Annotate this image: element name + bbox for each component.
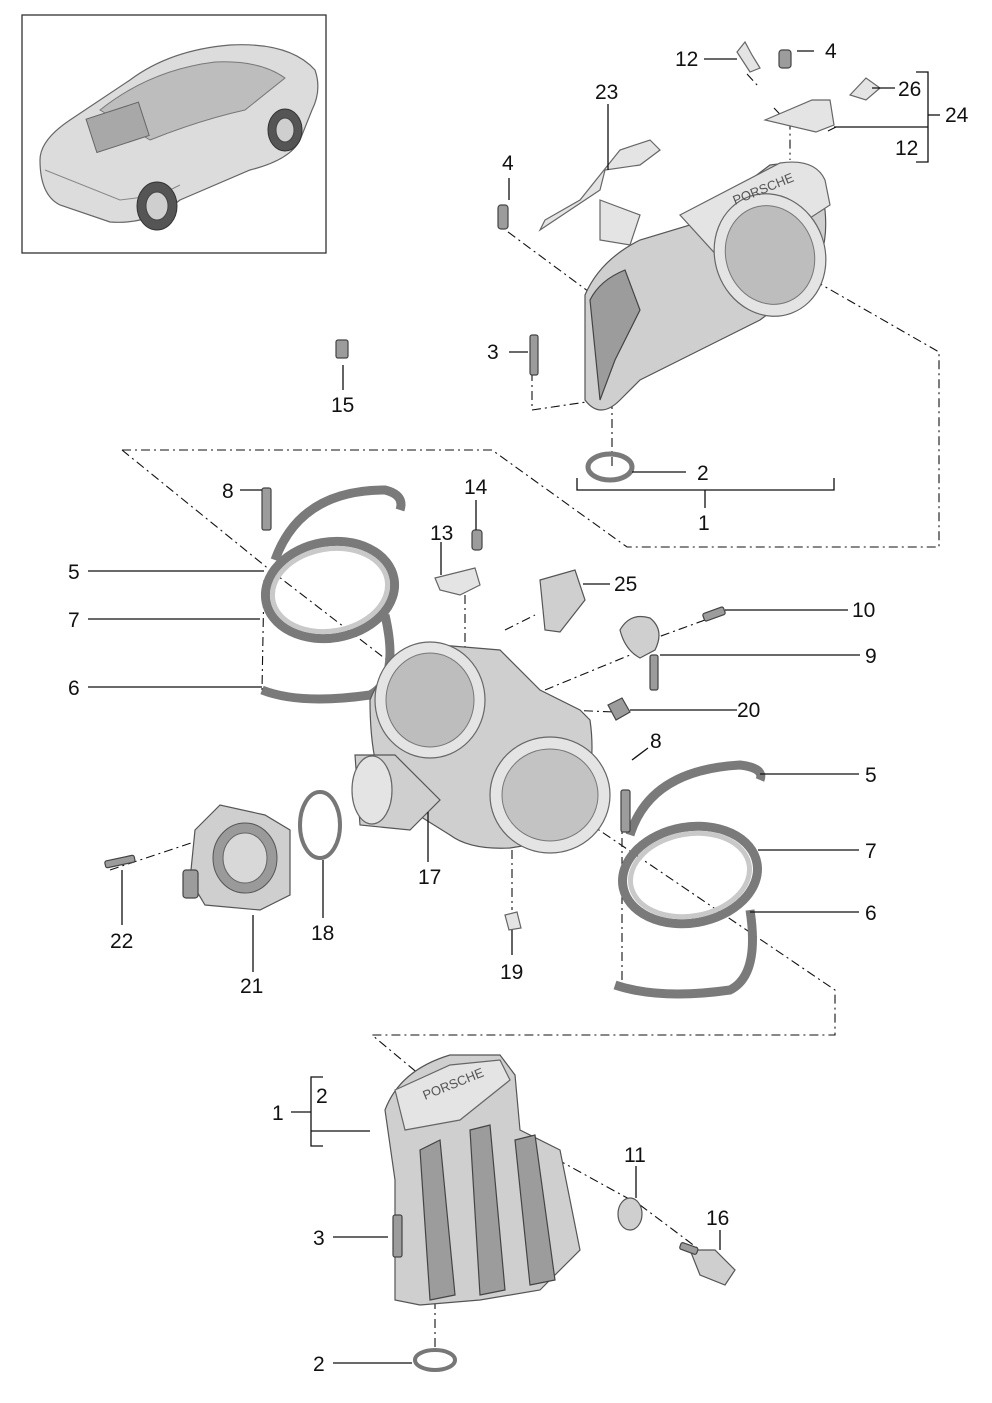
callout-16: 16 — [706, 1207, 729, 1230]
gasket-18-part — [298, 790, 342, 860]
bolt-3a-part — [529, 334, 539, 376]
sensor-parts — [434, 529, 726, 721]
bolt-8b-part — [620, 789, 631, 833]
sensor-13-part — [434, 567, 481, 596]
clip-12a-part — [736, 40, 761, 73]
callout-1b: 1 — [272, 1102, 284, 1125]
actuator-9-part — [619, 615, 660, 659]
left-clamp-set — [260, 485, 406, 704]
upper-intake-manifold: PORSCHE — [584, 161, 831, 411]
callout-6b: 6 — [865, 902, 877, 925]
callout-7a: 7 — [68, 609, 80, 632]
callout-10: 10 — [852, 599, 875, 622]
clip-26-part — [848, 77, 881, 101]
callout-26: 26 — [898, 78, 921, 101]
callout-11: 11 — [624, 1144, 646, 1167]
callout-17: 17 — [418, 866, 441, 889]
sensor-16-part — [689, 1249, 736, 1286]
callout-20: 20 — [737, 699, 760, 722]
callout-3a: 3 — [487, 341, 499, 364]
callout-2b: 2 — [316, 1085, 328, 1108]
plug-19-part — [504, 911, 522, 931]
screw-14-part — [471, 529, 483, 551]
actuator-rod-part — [649, 654, 659, 691]
right-clamp-set — [613, 760, 766, 999]
callout-21: 21 — [240, 975, 263, 998]
callout-2c: 2 — [313, 1353, 325, 1376]
callout-14: 14 — [464, 476, 488, 499]
valve-25-part — [539, 569, 586, 633]
bolt-4a-part — [778, 49, 792, 69]
car-illustration — [39, 44, 319, 231]
screw-10-part — [702, 606, 726, 622]
callout-13: 13 — [430, 522, 453, 545]
callout-23: 23 — [595, 81, 618, 104]
callout-24: 24 — [945, 104, 969, 127]
callout-8a: 8 — [222, 480, 234, 503]
leader-lines — [88, 50, 940, 1364]
gasket-2c-part — [413, 1348, 457, 1372]
callout-7b: 7 — [865, 840, 877, 863]
callout-4b: 4 — [502, 152, 514, 175]
bolt-3b-part — [392, 1214, 403, 1258]
callout-25: 25 — [614, 573, 637, 596]
grommet-11-part — [617, 1197, 643, 1231]
callout-8b: 8 — [650, 730, 662, 753]
callout-5b: 5 — [865, 764, 877, 787]
callout-4a: 4 — [825, 40, 837, 63]
clip-20-part — [607, 697, 631, 721]
bracket-23 — [538, 139, 661, 246]
callout-12a: 12 — [675, 48, 698, 71]
holder-24-part — [763, 99, 835, 133]
callout-6a: 6 — [68, 677, 80, 700]
callout-22: 22 — [110, 930, 133, 953]
callout-2a: 2 — [697, 462, 709, 485]
vehicle-inset — [21, 14, 327, 254]
bolt-8a-part — [261, 487, 272, 531]
distribution-housing-17 — [351, 641, 611, 854]
callout-19: 19 — [500, 961, 523, 984]
callout-15: 15 — [331, 394, 354, 417]
clip-15-part — [335, 339, 349, 359]
gasket-2a-part — [585, 451, 635, 483]
callout-5a: 5 — [68, 561, 80, 584]
lower-intake-manifold: PORSCHE — [384, 1054, 581, 1306]
screw-22-part — [104, 854, 136, 869]
callout-labels: 12 4 26 24 12 23 4 3 15 2 1 8 14 13 5 25… — [68, 40, 969, 1376]
callout-12b: 12 — [895, 137, 918, 160]
top-small-parts — [335, 40, 881, 376]
bolt-4b-part — [497, 204, 509, 230]
callout-9: 9 — [865, 645, 877, 668]
callout-18: 18 — [311, 922, 334, 945]
throttle-body-21 — [182, 804, 291, 911]
callout-1a: 1 — [698, 512, 710, 535]
callout-3b: 3 — [313, 1227, 325, 1250]
